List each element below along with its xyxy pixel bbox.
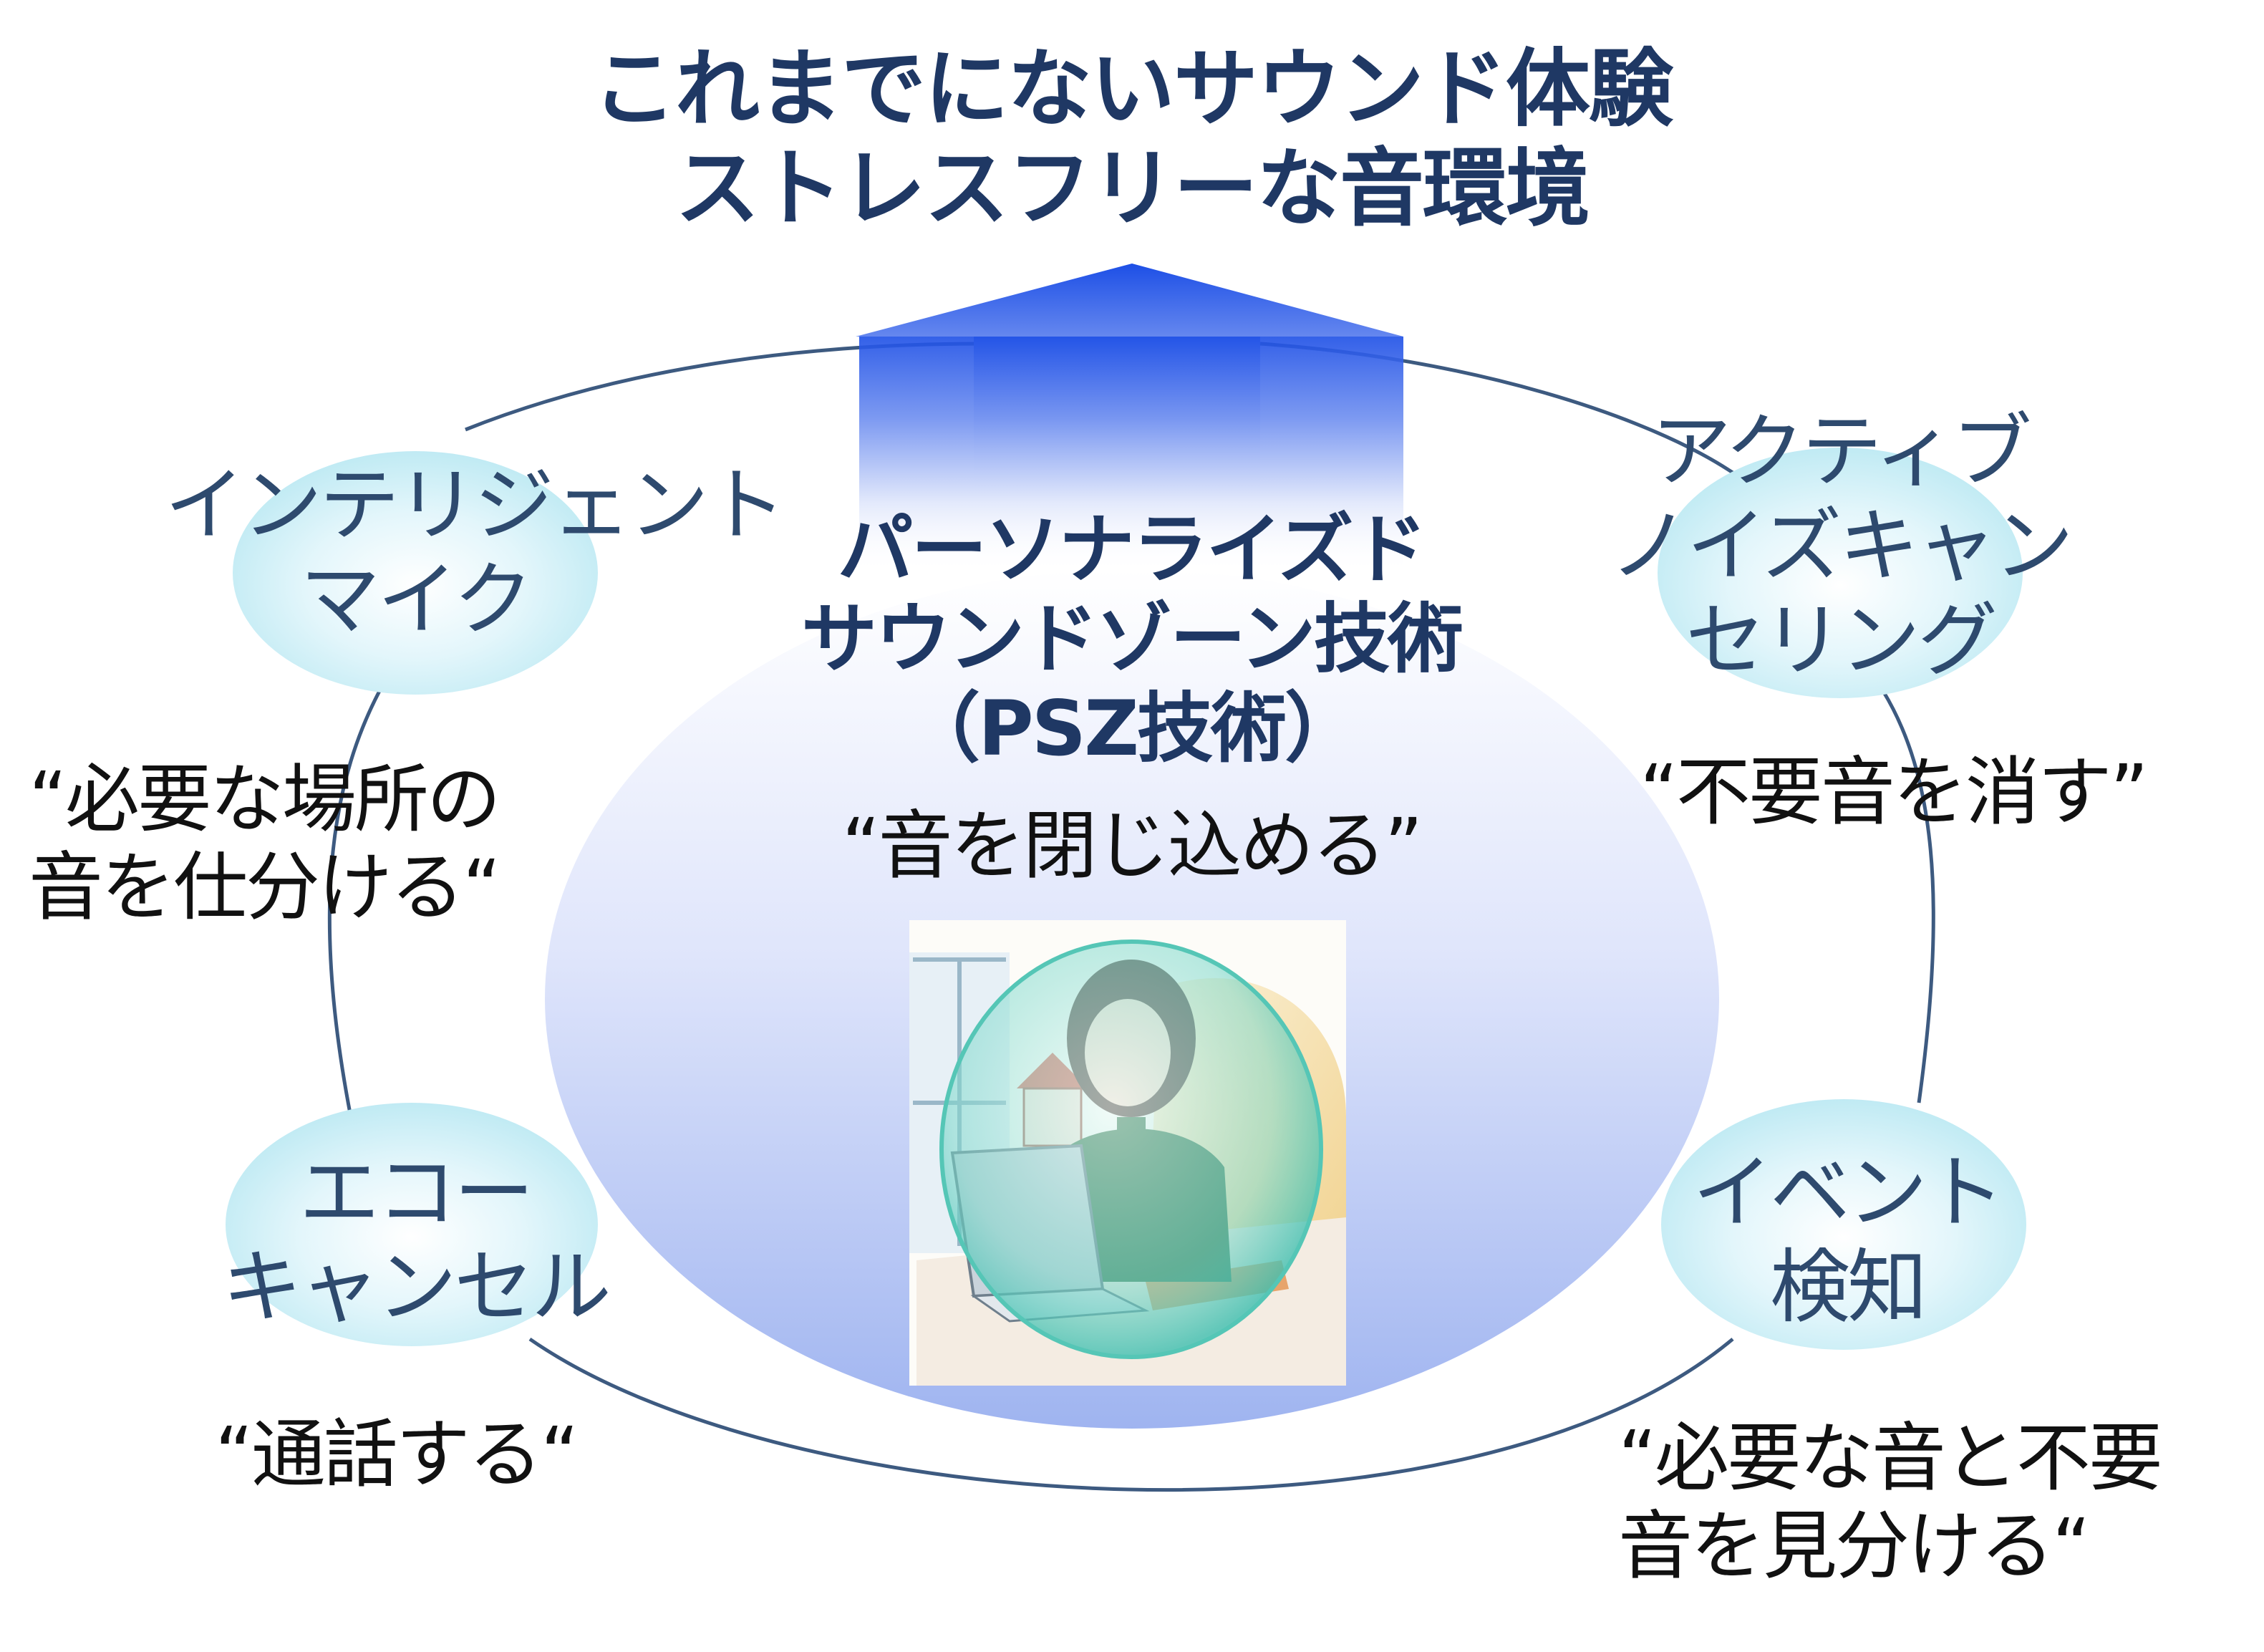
bubble-anc [1658, 448, 2023, 698]
bubble-event-detect [1661, 1099, 2026, 1350]
feature-anc-quote: “不要音を消す” [1640, 748, 2227, 836]
event-detect-line-1: イベント [1693, 1146, 2005, 1240]
center-title-line-2: サウンドゾーン技術 [801, 595, 1464, 684]
headline-line-1: これまでにないサウンド体験 [591, 39, 1673, 138]
illustration-person-at-computer [909, 920, 1346, 1386]
feature-echo-cancel-label: エコー キャンセル [186, 1146, 644, 1335]
feature-anc-label: アクティブ ノイズキャン セリング [1597, 405, 2084, 688]
echo-cancel-quote-line-1: “通話する“ [215, 1411, 579, 1498]
headline: これまでにないサウンド体験 ストレスフリーな音環境 [559, 39, 1705, 238]
anc-quote-line-1: “不要音を消す” [1640, 748, 2149, 836]
event-detect-quote-line-2: 音を見分ける“ [1618, 1502, 2091, 1590]
event-detect-quote-line-1: “必要な音と不要 [1618, 1414, 2163, 1502]
ring-arc-bottom [528, 1337, 1734, 1492]
bubble-intelligent-mic [233, 451, 598, 695]
center-title-line-3: （PSZ技術） [904, 685, 1360, 773]
headline-line-2: ストレスフリーな音環境 [674, 139, 1590, 238]
feature-event-detect-quote: “必要な音と不要 音を見分ける“ [1618, 1414, 2248, 1590]
anc-line-3: セリング [1685, 594, 1998, 688]
center-title-line-1: パーソナライズド [837, 506, 1428, 594]
intelligent-mic-line-1: インテリジェント [165, 459, 786, 552]
feature-echo-cancel-quote: “通話する“ [215, 1411, 644, 1499]
feature-intelligent-mic-quote: “必要な場所の 音を仕分ける“ [29, 755, 573, 931]
echo-cancel-line-1: エコー [299, 1146, 534, 1240]
event-detect-line-2: 検知 [1770, 1241, 1927, 1335]
ring-arc-right [1881, 690, 1935, 1103]
anc-line-2: ノイズキャン [1609, 500, 2074, 594]
echo-cancel-line-2: キャンセル [222, 1241, 611, 1335]
feature-event-detect-label: イベント 検知 [1618, 1146, 2076, 1335]
arrow-shaft-fade [859, 337, 1403, 573]
ring-arc-left [327, 690, 382, 1118]
intelligent-mic-quote-line-1: “必要な場所の [29, 755, 501, 843]
intelligent-mic-quote-line-2: 音を仕分ける“ [29, 843, 501, 931]
feature-intelligent-mic-label: インテリジェント マイク [165, 458, 786, 647]
center-quote: “音を閉じ込める” [841, 802, 1423, 889]
anc-line-1: アクティブ [1651, 405, 2032, 498]
intelligent-mic-line-2: マイク [300, 554, 533, 647]
bubble-echo-cancel [226, 1103, 598, 1346]
center-technology-title: パーソナライズド サウンドゾーン技術 （PSZ技術） [773, 505, 1489, 773]
